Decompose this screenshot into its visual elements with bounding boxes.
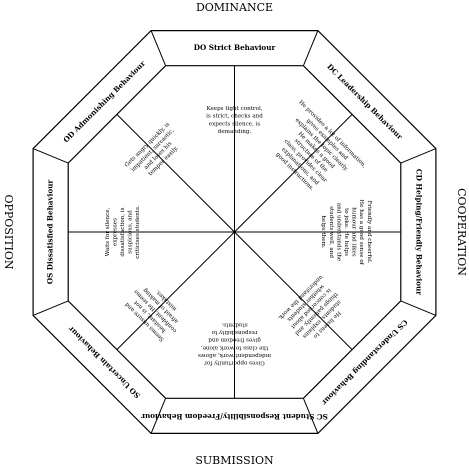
description-do: Keeps tight control, is strict, checks an… bbox=[206, 106, 263, 135]
description-line: humour and likes bbox=[351, 207, 357, 257]
description-line: responsibility to bbox=[211, 329, 257, 335]
band-divider bbox=[32, 148, 69, 164]
description-line: expects silence, is bbox=[209, 121, 261, 127]
description-line: Gives opportunity for bbox=[204, 360, 265, 366]
band-divider bbox=[400, 148, 437, 164]
description-line: dissatisfaction, is bbox=[120, 207, 126, 256]
band-divider bbox=[302, 398, 319, 434]
description-line: helps them. bbox=[320, 215, 326, 248]
description-line: Keeps tight control, bbox=[206, 106, 262, 112]
description-sc: Gives opportunity for independent work, a… bbox=[198, 322, 271, 366]
axis-label-submission: SUBMISSION bbox=[195, 454, 274, 467]
description-line: is strict, checks and bbox=[206, 114, 263, 120]
description-line: gives freedom and bbox=[208, 337, 261, 343]
description-line: criticises students. bbox=[135, 205, 141, 259]
band-label-os: OS Dissatisfied Behaviour bbox=[46, 180, 55, 285]
axis-label-cooperation: COOPERATION bbox=[455, 188, 468, 276]
description-line: students. bbox=[221, 322, 247, 328]
description-line: suspicious, and bbox=[128, 210, 134, 254]
band-label-do: DO Strict Behaviour bbox=[194, 43, 276, 52]
band-divider bbox=[32, 300, 69, 316]
description-line: the class to work alone, bbox=[201, 344, 269, 350]
description-line: Friendly and cheerful. bbox=[366, 200, 372, 263]
band-label-cd: CD Helping/Friendly Behaviour bbox=[414, 169, 423, 295]
description-line: to joke. He helps bbox=[343, 208, 349, 256]
description-line: and understands the bbox=[335, 203, 341, 262]
description-line: independent work, allows bbox=[198, 352, 271, 358]
band-divider bbox=[150, 398, 167, 434]
band-divider bbox=[400, 300, 437, 316]
description-line: students well, and bbox=[328, 206, 334, 258]
description-line: demanding. bbox=[218, 129, 252, 135]
band-divider bbox=[302, 30, 319, 66]
octagon-structure bbox=[32, 30, 437, 434]
band-divider bbox=[150, 30, 167, 66]
description-line: Waits for silence, bbox=[105, 207, 111, 256]
band-label-sc: SC Student Responsibility/Freedom Behavi… bbox=[141, 412, 328, 421]
description-cd: Friendly and cheerful.He has a good sens… bbox=[320, 199, 372, 265]
description-line: expresses bbox=[112, 218, 118, 246]
axis-label-dominance: DOMINANCE bbox=[196, 1, 273, 14]
sector-divider bbox=[116, 114, 353, 350]
axis-label-opposition: OPPOSITION bbox=[2, 194, 15, 269]
description-line: He has a good sense of bbox=[358, 199, 364, 265]
